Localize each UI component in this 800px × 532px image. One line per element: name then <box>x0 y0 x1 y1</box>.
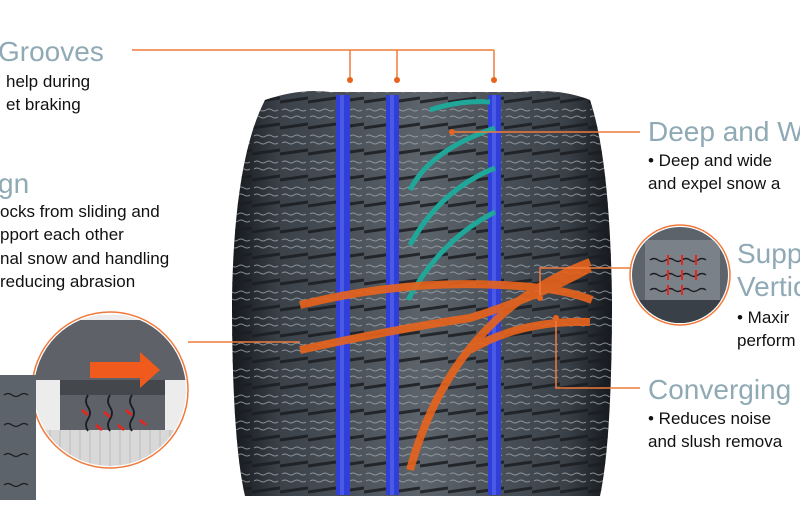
grooves-title: Grooves <box>0 36 104 67</box>
deep-wide-title: Deep and W <box>648 116 800 147</box>
sign-line-1: ocks from sliding and <box>0 202 160 221</box>
sign-line-4: reducing abrasion <box>0 272 136 291</box>
support-line-1: • Maxir <box>737 308 790 327</box>
converging-title: Converging <box>648 374 792 405</box>
sign-title: gn <box>0 168 30 199</box>
deep-wide-line-1: • Deep and wide <box>648 151 773 170</box>
deep-wide-line-2: and expel snow a <box>648 174 781 193</box>
grooves-line-1: help during <box>6 72 91 91</box>
left-edge-tread-fragment <box>0 375 36 500</box>
support-title-1: Supp <box>737 238 800 269</box>
converging-line-2: and slush remova <box>648 432 783 451</box>
sign-line-2: pport each other <box>0 225 124 244</box>
sign-line-3: nal snow and handling <box>0 249 170 268</box>
tread-pattern <box>232 91 612 496</box>
support-title-2: Vertic <box>737 271 800 302</box>
block-interlock-inset <box>31 311 189 469</box>
support-line-2: perform <box>737 331 796 350</box>
callout-lines <box>132 49 640 389</box>
orange-sipes <box>299 258 594 472</box>
sipe-detail-inset <box>629 224 731 326</box>
converging-line-1: • Reduces noise <box>648 409 772 428</box>
grooves-line-2: et braking <box>6 95 81 114</box>
